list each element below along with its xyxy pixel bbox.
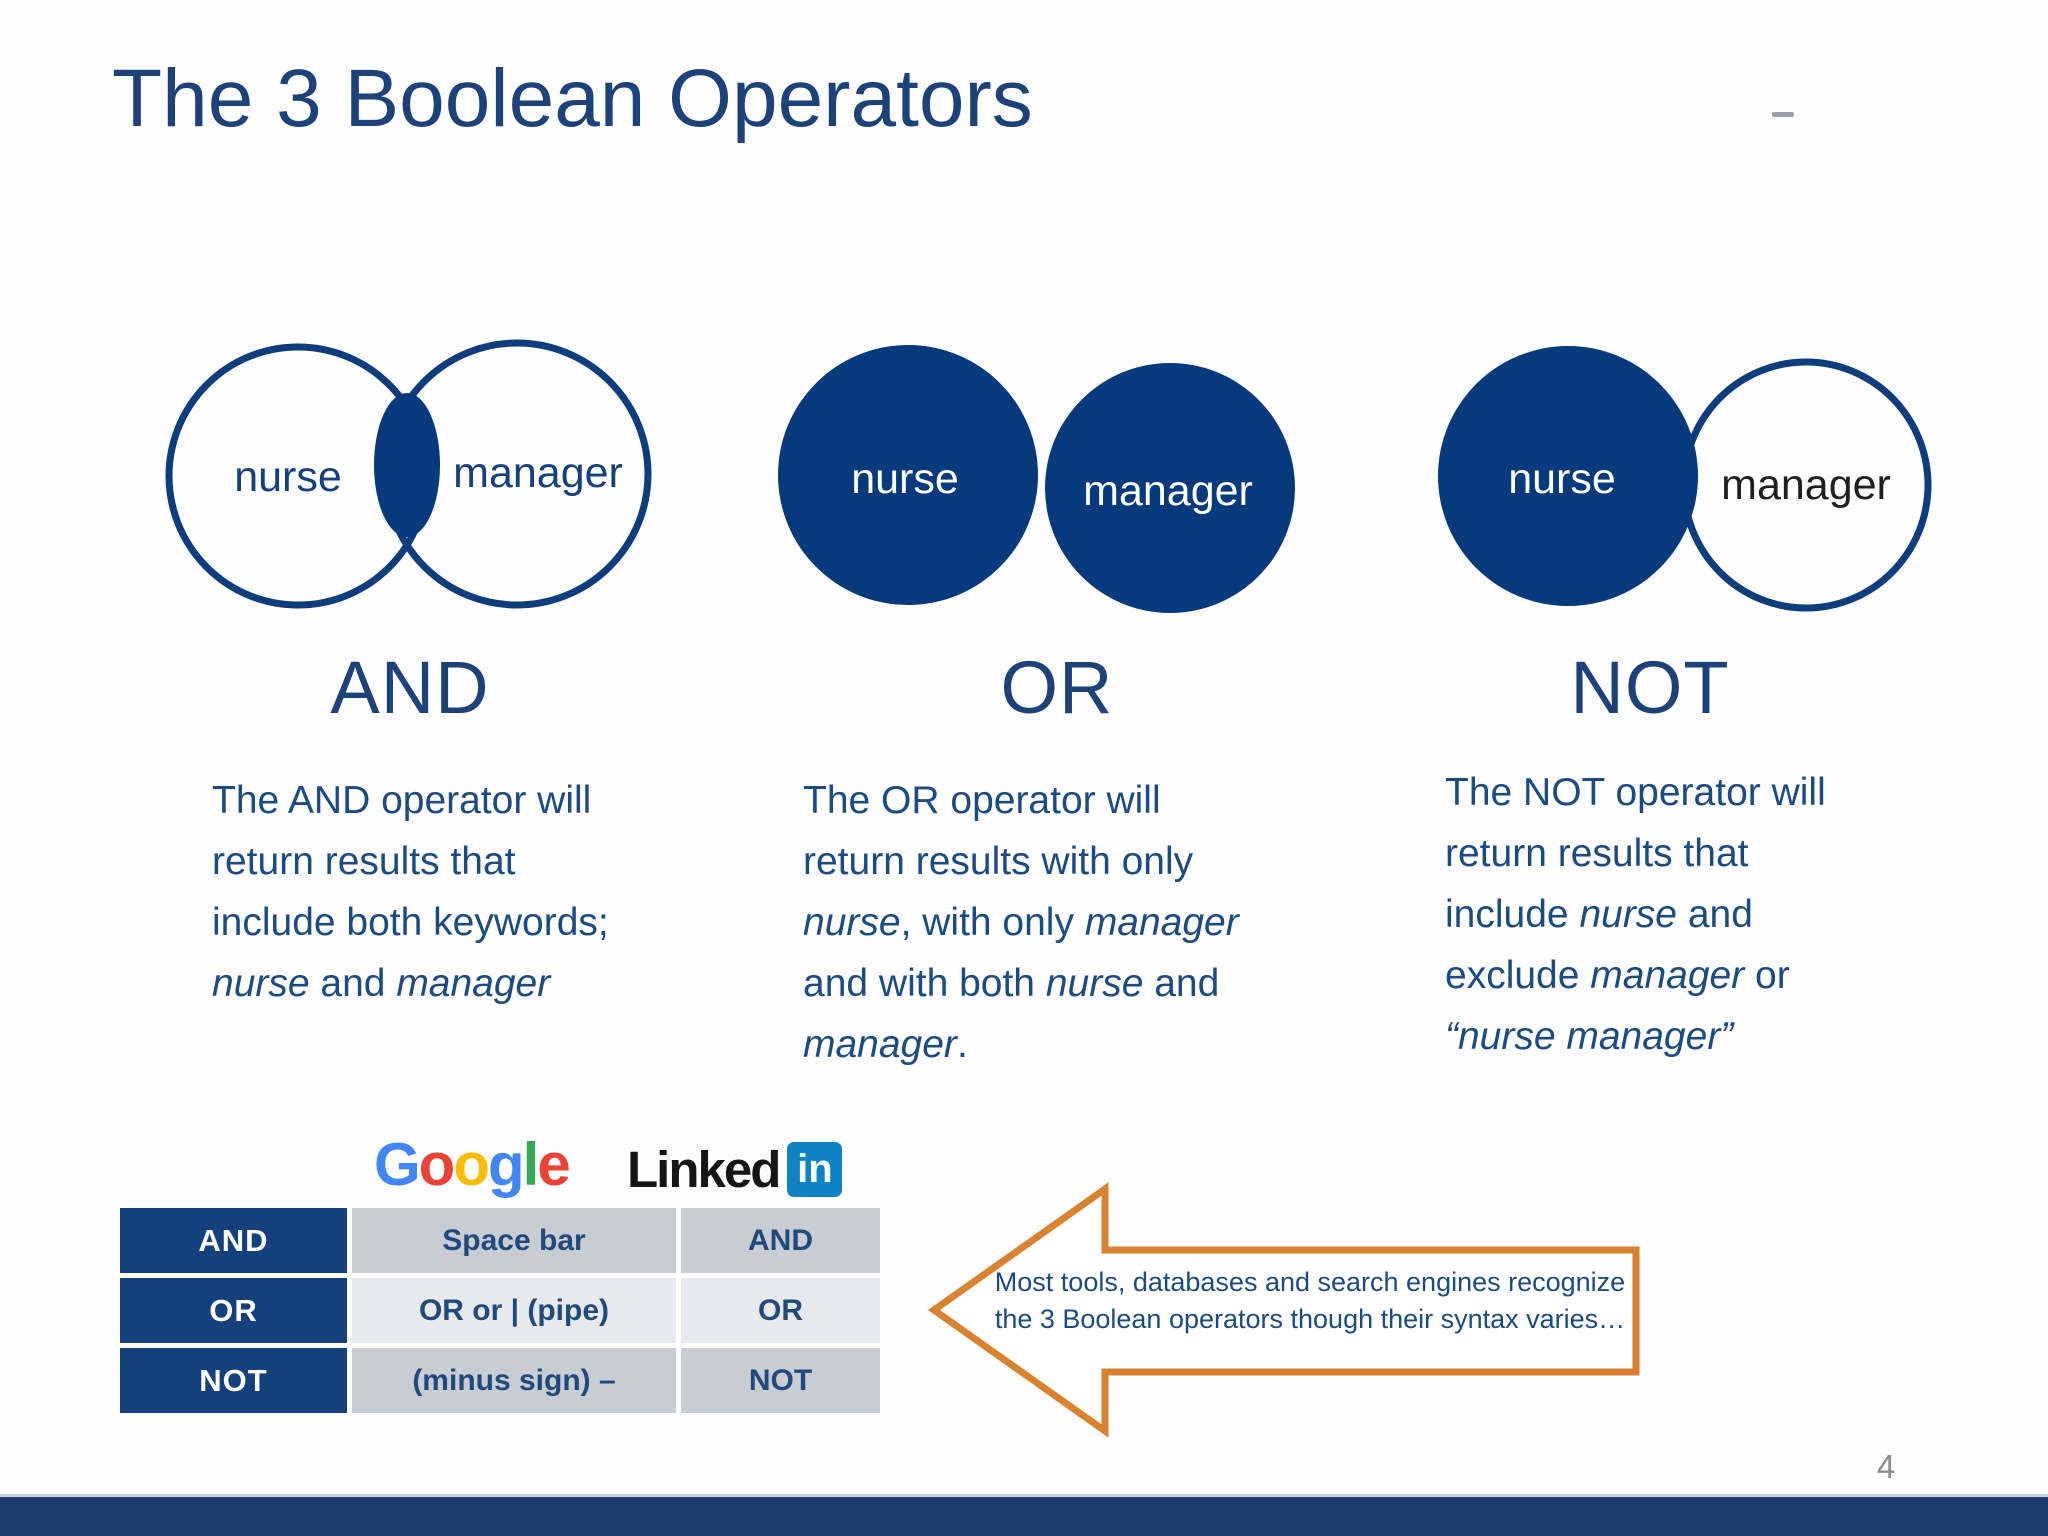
and-intersection-lens	[374, 393, 440, 537]
dash-mark	[1772, 112, 1794, 117]
table-google-or: OR or | (pipe)	[352, 1278, 676, 1343]
operator-syntax-table: AND Space bar AND OR OR or | (pipe) OR N…	[120, 1208, 880, 1413]
description-line: nurse and manager	[212, 962, 551, 1005]
not-right-label: manager	[1721, 461, 1891, 509]
table-linkedin-or: OR	[681, 1278, 880, 1343]
callout-text: Most tools, databases and search engines…	[985, 1264, 1635, 1338]
table-op-not: NOT	[120, 1348, 347, 1413]
and-right-label: manager	[453, 449, 623, 497]
table-linkedin-not: NOT	[681, 1348, 880, 1413]
description-line: return results with only	[803, 840, 1194, 883]
table-linkedin-and: AND	[681, 1208, 880, 1273]
description-line: return results that	[1445, 832, 1749, 875]
google-logo-letter: g	[487, 1131, 525, 1198]
google-logo-letter: l	[522, 1131, 540, 1198]
arrow-shape	[927, 1182, 1640, 1438]
venn-diagram-not: nurse manager	[1438, 346, 1932, 612]
callout-line-1: Most tools, databases and search engines…	[994, 1267, 1626, 1297]
google-logo-letter: o	[418, 1131, 456, 1198]
footer-bar	[0, 1497, 2048, 1536]
description-line: The OR operator will	[803, 779, 1161, 822]
linkedin-logo-word: Linked	[627, 1141, 781, 1198]
linkedin-logo: Linked in	[627, 1140, 843, 1199]
venn-diagram-and: nurse manager	[165, 339, 652, 609]
description-and: The AND operator will return results that…	[212, 770, 772, 1014]
google-logo-letter: o	[453, 1131, 490, 1198]
table-google-not: (minus sign) –	[352, 1348, 676, 1413]
description-line: and with both nurse and	[803, 962, 1220, 1005]
description-not: The NOT operator will return results that…	[1445, 762, 2005, 1067]
table-google-and: Space bar	[352, 1208, 676, 1273]
description-line: include nurse and	[1445, 893, 1753, 936]
callout-arrow-icon	[927, 1182, 1640, 1438]
venn-diagram-or: nurse manager	[778, 345, 1295, 613]
description-line: manager.	[803, 1023, 968, 1066]
google-logo: Google	[374, 1130, 571, 1199]
heading-not: NOT	[1570, 646, 1730, 729]
footer-divider	[0, 1494, 2048, 1497]
google-logo-letter: e	[537, 1131, 570, 1198]
or-left-label: nurse	[851, 455, 959, 503]
linkedin-in-badge-icon: in	[787, 1142, 843, 1197]
not-left-label: nurse	[1508, 455, 1616, 503]
table-op-or: OR	[120, 1278, 347, 1343]
or-right-circle	[1045, 363, 1295, 613]
description-line: The AND operator will	[212, 779, 592, 822]
or-right-label: manager	[1083, 467, 1253, 515]
description-line: return results that	[212, 840, 516, 883]
table-op-and: AND	[120, 1208, 347, 1273]
description-line: include both keywords;	[212, 901, 609, 944]
google-logo-letter: G	[374, 1131, 421, 1198]
not-left-circle	[1438, 346, 1698, 606]
heading-and: AND	[330, 646, 490, 729]
callout-line-2: the 3 Boolean operators though their syn…	[994, 1304, 1626, 1334]
or-left-circle	[778, 345, 1038, 605]
description-line: exclude manager or	[1445, 954, 1790, 997]
page-title: The 3 Boolean Operators	[112, 53, 1033, 144]
description-or: The OR operator will return results with …	[803, 770, 1363, 1075]
description-line: “nurse manager”	[1445, 1015, 1734, 1058]
page-number: 4	[1876, 1448, 1896, 1485]
description-line: The NOT operator will	[1445, 771, 1826, 814]
description-line: nurse, with only manager	[803, 901, 1239, 944]
and-left-label: nurse	[234, 453, 342, 501]
heading-or: OR	[1000, 646, 1114, 729]
